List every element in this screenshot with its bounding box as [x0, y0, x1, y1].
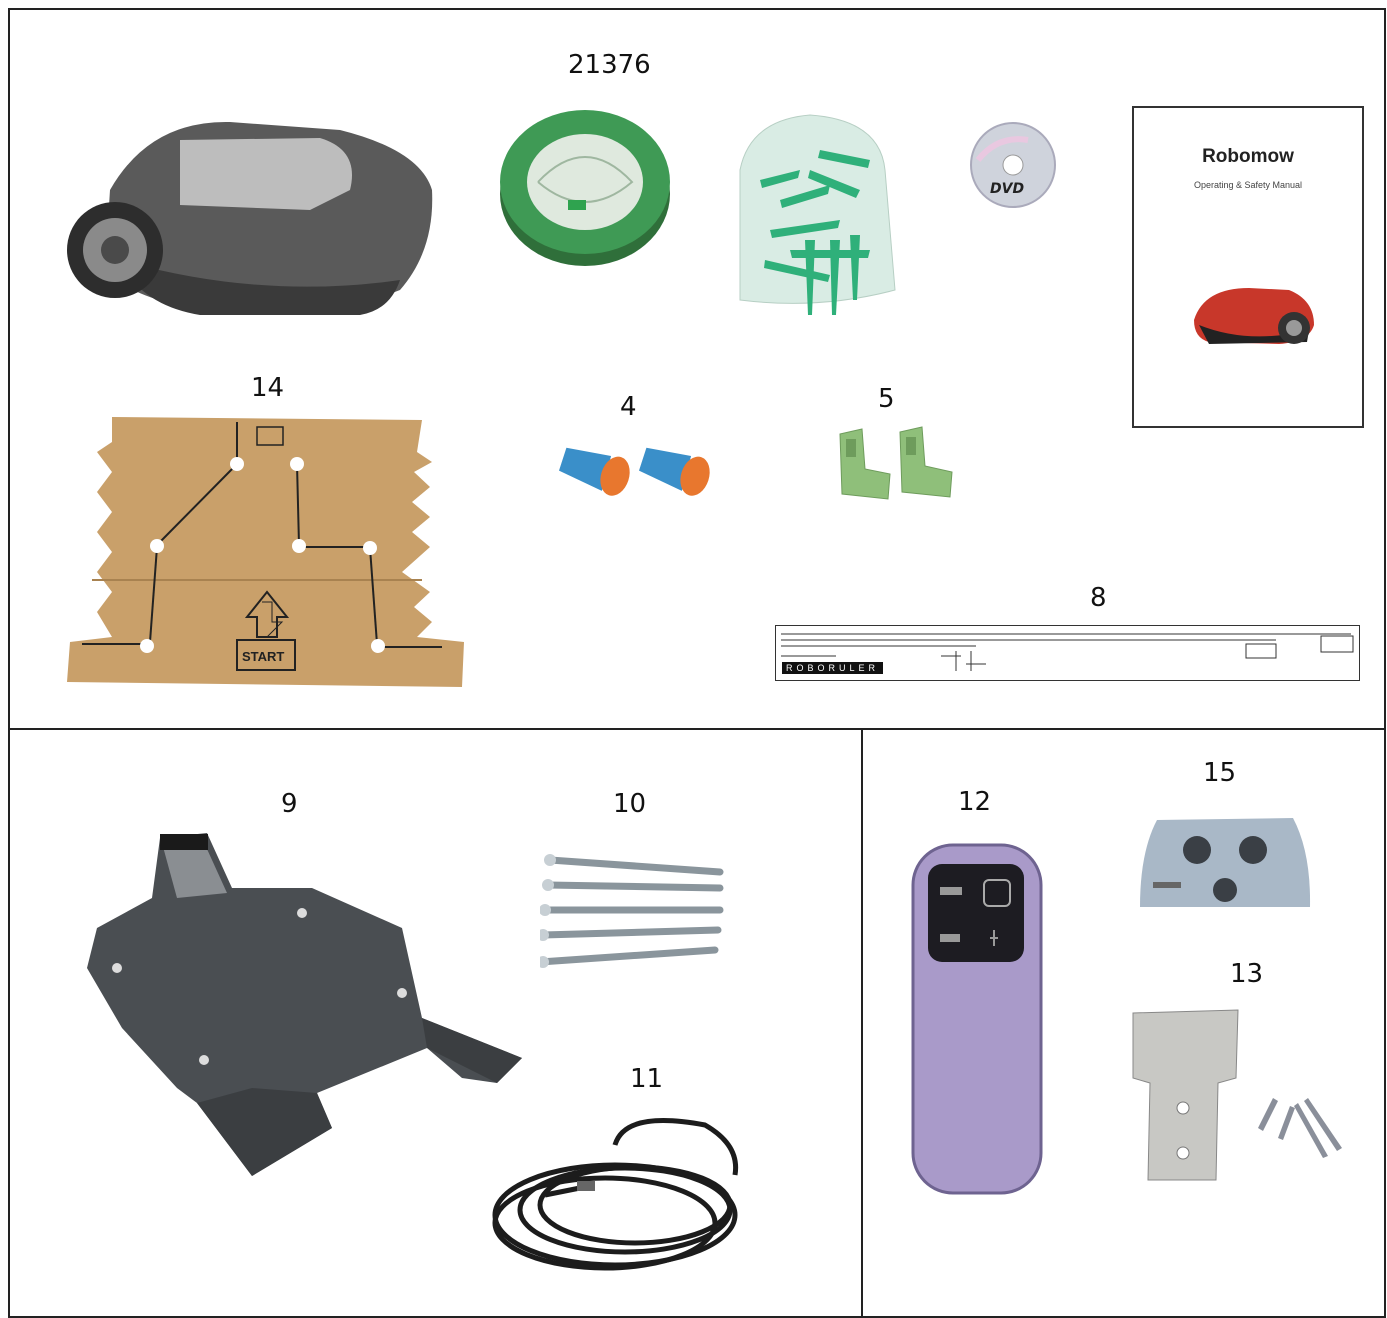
pegs-bag-image: [739, 114, 896, 315]
operating-manual-image: Robomow Operating & Safety Manual: [1132, 106, 1364, 428]
wire-splices-image: [839, 426, 953, 500]
keypad-image: [1140, 818, 1311, 907]
label-5: 5: [878, 384, 895, 414]
label-10: 10: [613, 789, 647, 819]
manual-mower-icon: [1194, 288, 1314, 344]
robot-mower-image: [67, 121, 433, 315]
label-9: 9: [281, 789, 298, 819]
base-station-image: [87, 833, 522, 1176]
label-21376: 21376: [568, 50, 651, 80]
label-14: 14: [251, 373, 285, 403]
dvd-image: DVD: [970, 122, 1056, 208]
perimeter-wire-spool-image: [500, 110, 670, 266]
extension-cable-image: [492, 1118, 739, 1271]
ruler-brand: ROBORULER: [782, 662, 884, 674]
remote-control-image: [911, 843, 1043, 1195]
wall-bracket-image: [1132, 1009, 1342, 1181]
label-13: 13: [1230, 959, 1264, 989]
manual-brand: Robomow: [1202, 146, 1294, 167]
screws-image: [540, 854, 724, 968]
roboruler-image: ROBORULER: [775, 625, 1360, 681]
label-12: 12: [958, 787, 992, 817]
wire-connectors-image: [559, 447, 710, 496]
label-4: 4: [620, 392, 637, 422]
label-11: 11: [630, 1064, 664, 1094]
start-text: START: [242, 649, 284, 664]
label-15: 15: [1203, 758, 1237, 788]
label-8: 8: [1090, 583, 1107, 613]
manual-subtitle: Operating & Safety Manual: [1193, 180, 1303, 190]
dvd-text: DVD: [990, 181, 1024, 197]
cardboard-starter-guide-image: START: [67, 417, 464, 687]
